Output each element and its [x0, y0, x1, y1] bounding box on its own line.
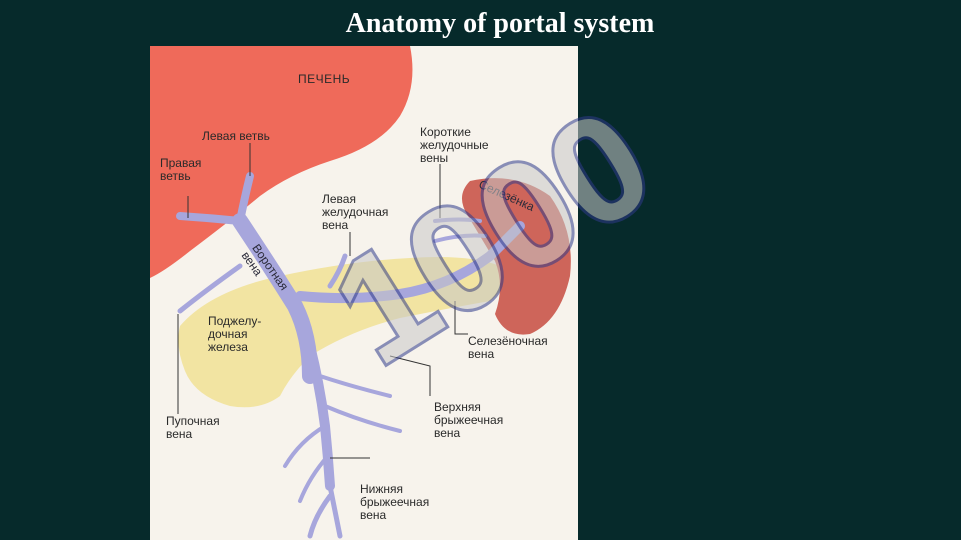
anatomy-illustration — [150, 46, 571, 539]
label-short-gastric-veins: Короткие желудочные вены — [420, 125, 489, 165]
slide-title: Anatomy of portal system — [345, 8, 655, 39]
label-inferior-mesenteric-vein: Нижняя брыжеечная вена — [360, 482, 430, 522]
short-gastric-veins — [433, 217, 487, 243]
label-right-branch: Правая ветвь — [160, 156, 202, 183]
slide-title-wrap: Anatomy of portal system — [0, 8, 961, 40]
spleen-shape — [461, 178, 571, 335]
leader-lines — [177, 143, 468, 459]
vein-network — [176, 172, 525, 539]
label-umbilical-vein: Пупочная вена — [166, 414, 220, 441]
umbilical-vein — [177, 263, 243, 314]
left-gastric-vein — [327, 253, 348, 289]
pancreas-shape — [178, 257, 504, 408]
label-pancreas: Поджелу- дочная железа — [208, 314, 262, 354]
mesenteric-branch-right — [318, 374, 402, 433]
label-left-gastric-vein: Левая желудочная вена — [322, 192, 389, 232]
mesenteric-branch-left — [283, 424, 330, 503]
right-branch-vein — [176, 212, 244, 225]
label-splenic-vein: Селезёночная вена — [468, 334, 548, 361]
left-branch-vein — [236, 172, 254, 225]
portal-system-diagram: ПЕЧЕНЬ Левая ветвь Правая ветвь Короткие… — [150, 46, 578, 540]
label-liver: ПЕЧЕНЬ — [298, 72, 351, 86]
inferior-mesenteric-vein — [307, 483, 343, 539]
splenic-vein — [295, 221, 525, 304]
label-superior-mesenteric-vein: Верхняя брыжеечная вена — [434, 400, 504, 440]
label-left-branch: Левая ветвь — [202, 129, 270, 143]
